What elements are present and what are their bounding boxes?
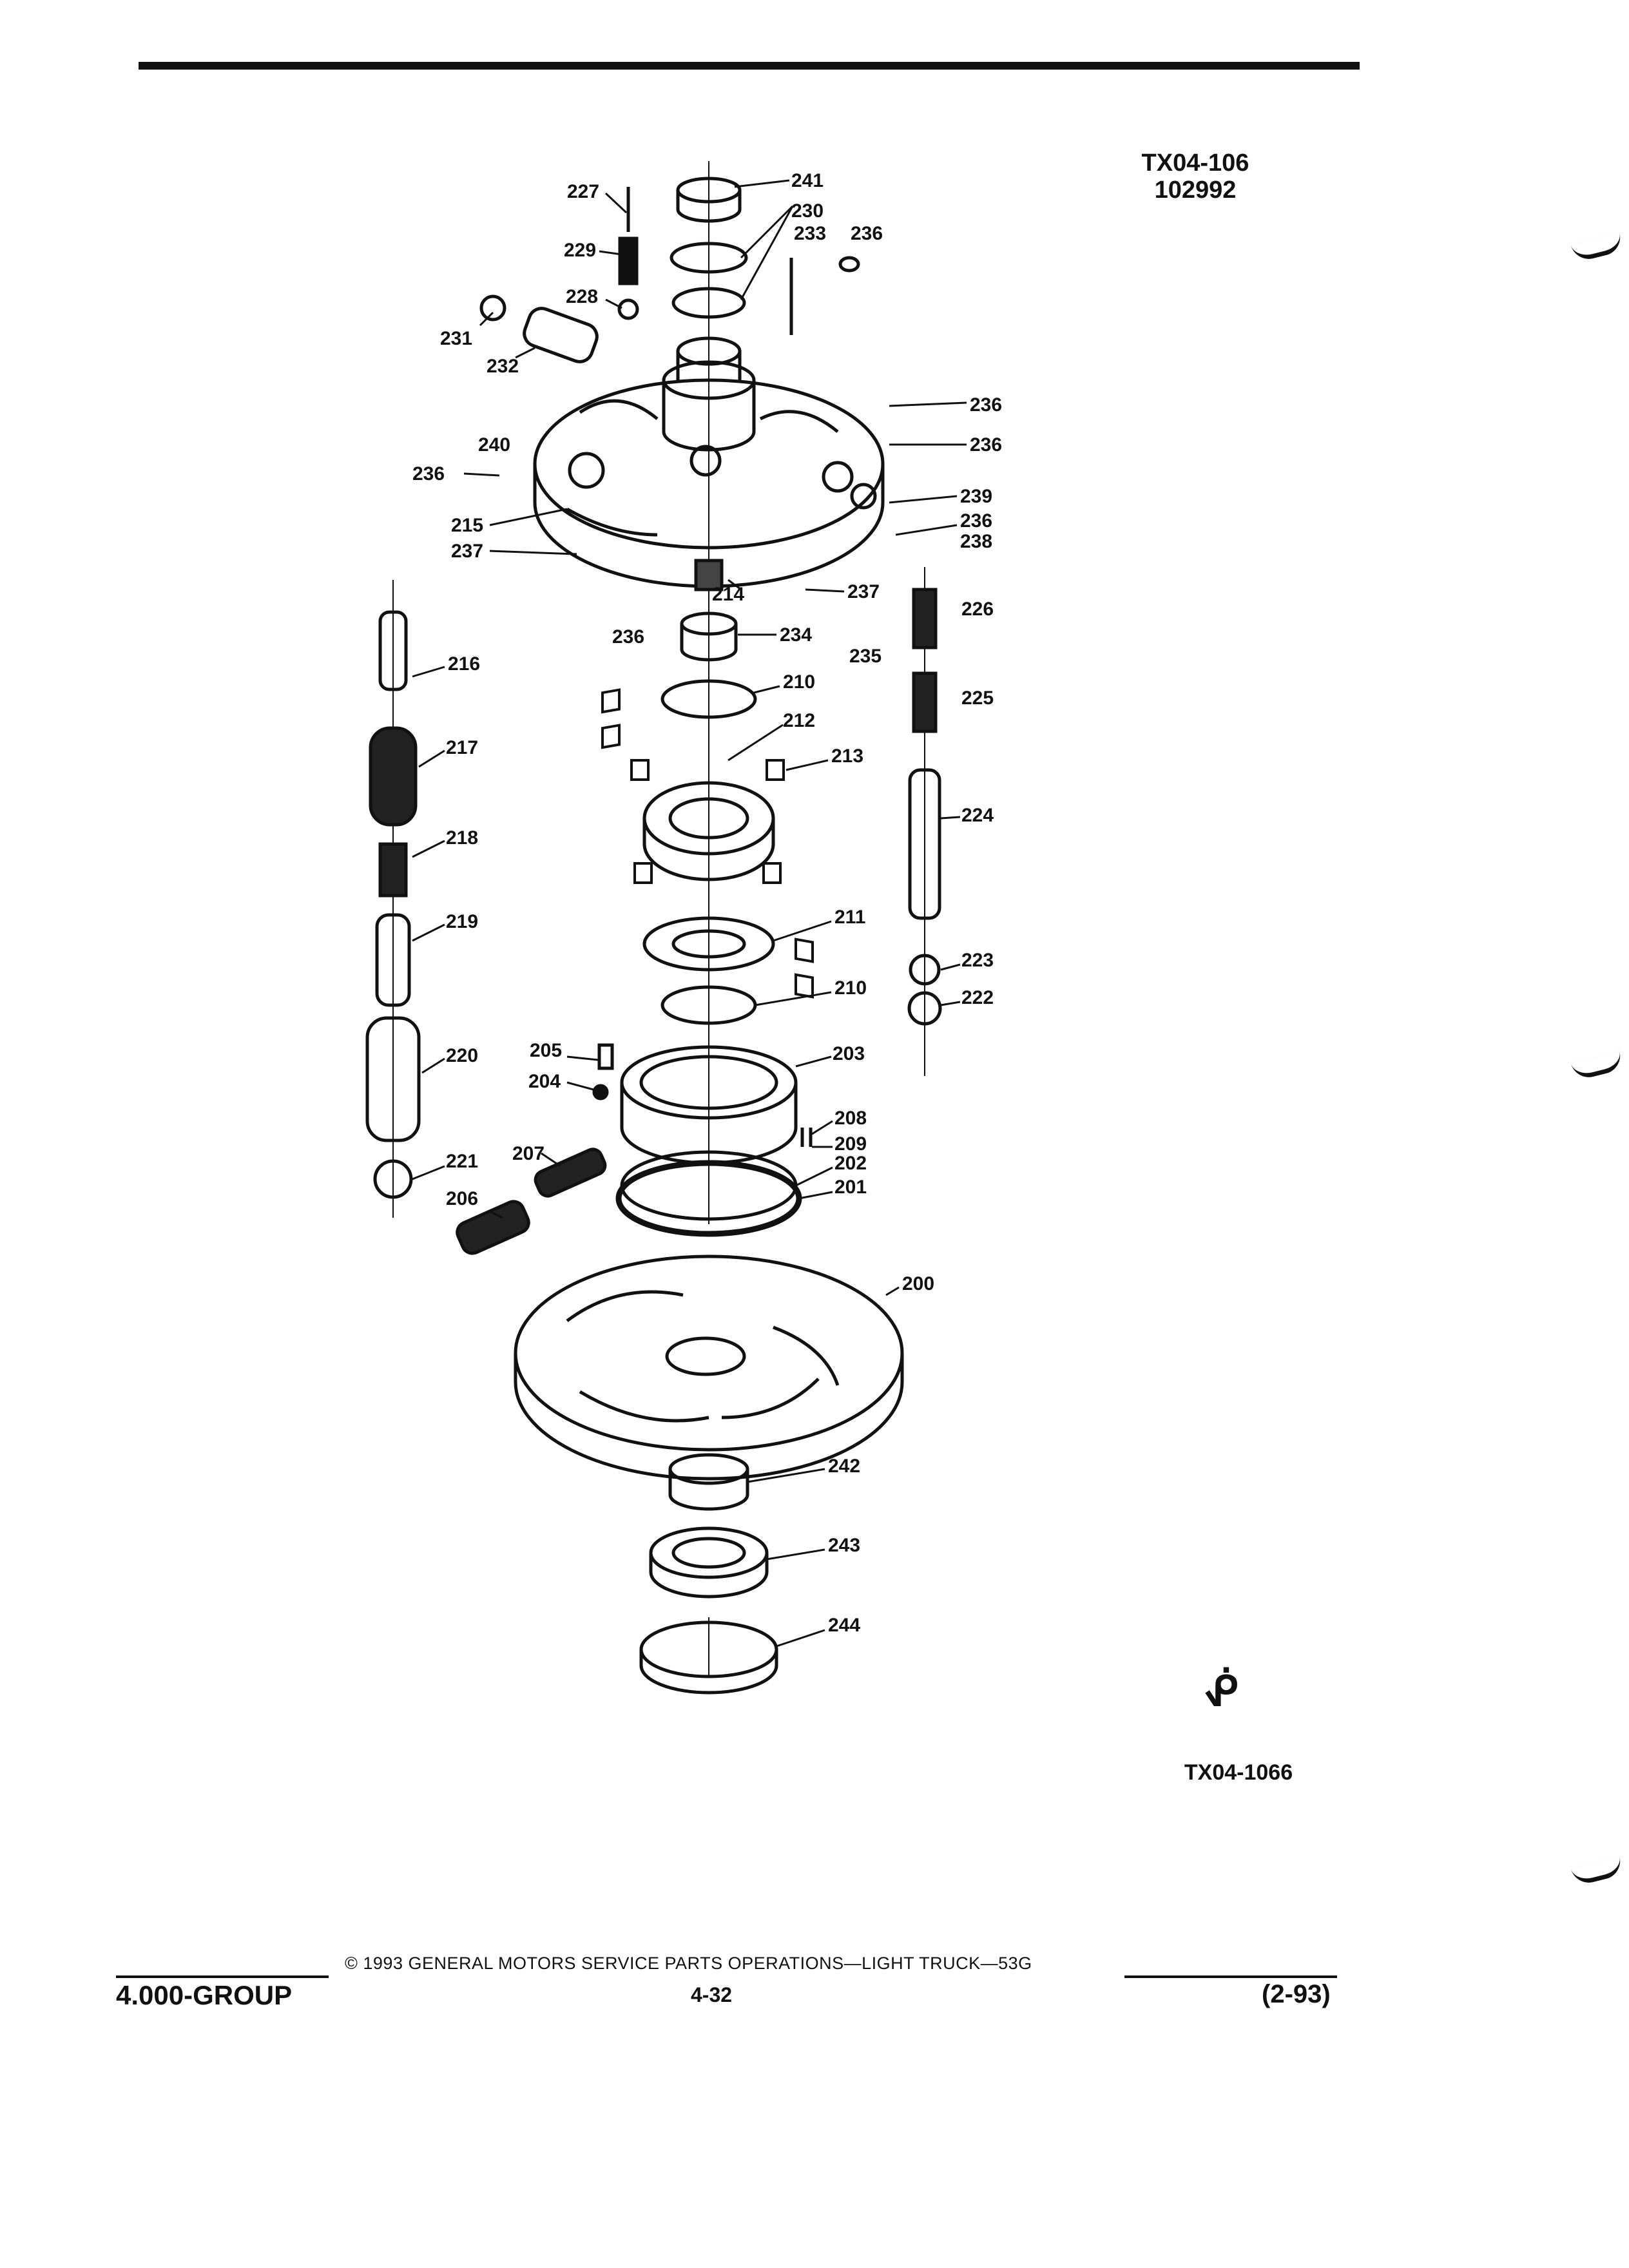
part-206-spring <box>456 1200 530 1255</box>
part-230-ring-b <box>671 287 746 319</box>
footer-rule-right <box>1124 1975 1337 1978</box>
callout-label: 217 <box>446 737 478 758</box>
figure-reference: TX04-106 102992 <box>1131 149 1260 204</box>
callout-label: 214 <box>712 584 744 605</box>
left-valve-column <box>365 580 421 1218</box>
callout-label: 230 <box>791 200 824 222</box>
callout-label: 207 <box>512 1143 545 1164</box>
callout-label: 238 <box>960 531 992 552</box>
callout-label: 236 <box>960 510 992 532</box>
callout-label: 226 <box>961 599 994 620</box>
callout-label: 236 <box>612 626 644 648</box>
reference-code: TX04-106 <box>1141 149 1249 177</box>
callout-label: 219 <box>446 911 478 932</box>
part-204-ball <box>592 1084 609 1100</box>
figure-id: TX04-1066 <box>1184 1760 1293 1785</box>
part-236-plug-top <box>838 256 860 273</box>
callout-label: 221 <box>446 1151 478 1172</box>
callout-label: 211 <box>834 907 865 928</box>
callout-label: 204 <box>528 1071 561 1092</box>
callout-label: 244 <box>828 1615 860 1636</box>
callout-label: 236 <box>970 434 1002 456</box>
callout-label: 232 <box>487 356 519 377</box>
callout-label: 223 <box>961 950 994 971</box>
part-231-ring <box>479 294 506 322</box>
callout-label: 233 <box>794 223 826 244</box>
callout-label: 205 <box>530 1040 562 1061</box>
part-234-bushing <box>680 611 738 662</box>
part-200-pump-body <box>514 1254 904 1481</box>
callout-label: 215 <box>451 515 483 536</box>
callout-label: 200 <box>902 1273 934 1294</box>
part-207-spring <box>534 1148 607 1198</box>
part-214-stub <box>694 559 724 591</box>
callout-label: 243 <box>828 1535 860 1556</box>
callout-label: 202 <box>834 1153 867 1174</box>
callout-label: 216 <box>448 653 480 675</box>
callout-label: 235 <box>849 646 882 667</box>
callout-label: 237 <box>451 541 483 562</box>
footer-copyright: © 1993 GENERAL MOTORS SERVICE PARTS OPER… <box>345 1954 1032 1973</box>
part-244-retainer <box>639 1617 778 1695</box>
part-211-slide <box>642 916 775 972</box>
part-205-pin <box>597 1043 614 1070</box>
right-valve-column <box>907 567 942 1076</box>
callout-label: 236 <box>851 223 883 244</box>
callout-label: 236 <box>970 394 1002 416</box>
callout-label: 236 <box>412 463 445 485</box>
callout-label: 212 <box>783 710 815 731</box>
callout-label: 210 <box>783 671 815 693</box>
callout-label: 208 <box>834 1108 867 1129</box>
callout-label: 206 <box>446 1188 478 1209</box>
callout-label: 201 <box>834 1177 867 1198</box>
part-243-seal <box>649 1526 769 1599</box>
callout-label: 218 <box>446 827 478 849</box>
callout-label: 209 <box>834 1133 867 1155</box>
part-242-bushing <box>668 1453 749 1511</box>
part-208-seal <box>800 1128 813 1147</box>
reference-date: 102992 <box>1154 177 1237 204</box>
callout-label: 241 <box>791 170 824 191</box>
part-213-vanes <box>601 688 814 999</box>
callout-label: 220 <box>446 1045 478 1066</box>
callout-label: 234 <box>780 624 812 646</box>
callout-label: 237 <box>847 581 880 602</box>
part-241-bushing <box>676 177 742 223</box>
callout-label: 213 <box>831 745 863 767</box>
part-229-spring <box>618 236 639 285</box>
part-230-ring-a <box>670 242 748 274</box>
callout-label: 240 <box>478 434 510 456</box>
footer-rule-left <box>116 1975 329 1978</box>
top-rule <box>139 62 1360 70</box>
callout-label: 239 <box>960 486 992 507</box>
gm-spo-logo: ᕶ <box>1204 1668 1239 1715</box>
callout-label: 222 <box>961 987 994 1008</box>
callout-labels: 241 230 227 233 236 229 228 231 232 240 … <box>412 170 1002 1636</box>
part-210-ring-upper <box>660 679 757 719</box>
footer-group: 4.000-GROUP <box>116 1980 293 2010</box>
callout-label: 229 <box>564 240 596 261</box>
callout-label: 228 <box>566 286 598 307</box>
part-232-spring <box>523 307 599 363</box>
callout-label: 231 <box>440 328 472 349</box>
callout-label: 242 <box>828 1456 860 1477</box>
part-212-rotor <box>642 781 775 881</box>
page-number: 4-32 <box>691 1983 733 2006</box>
part-228-ball <box>617 298 639 320</box>
footer-date: (2-93) <box>1262 1980 1331 2008</box>
callout-label: 225 <box>961 687 994 709</box>
callout-label: 227 <box>567 181 599 202</box>
callout-label: 224 <box>961 805 994 826</box>
callout-label: 210 <box>834 977 867 999</box>
callout-label: 203 <box>833 1043 865 1064</box>
